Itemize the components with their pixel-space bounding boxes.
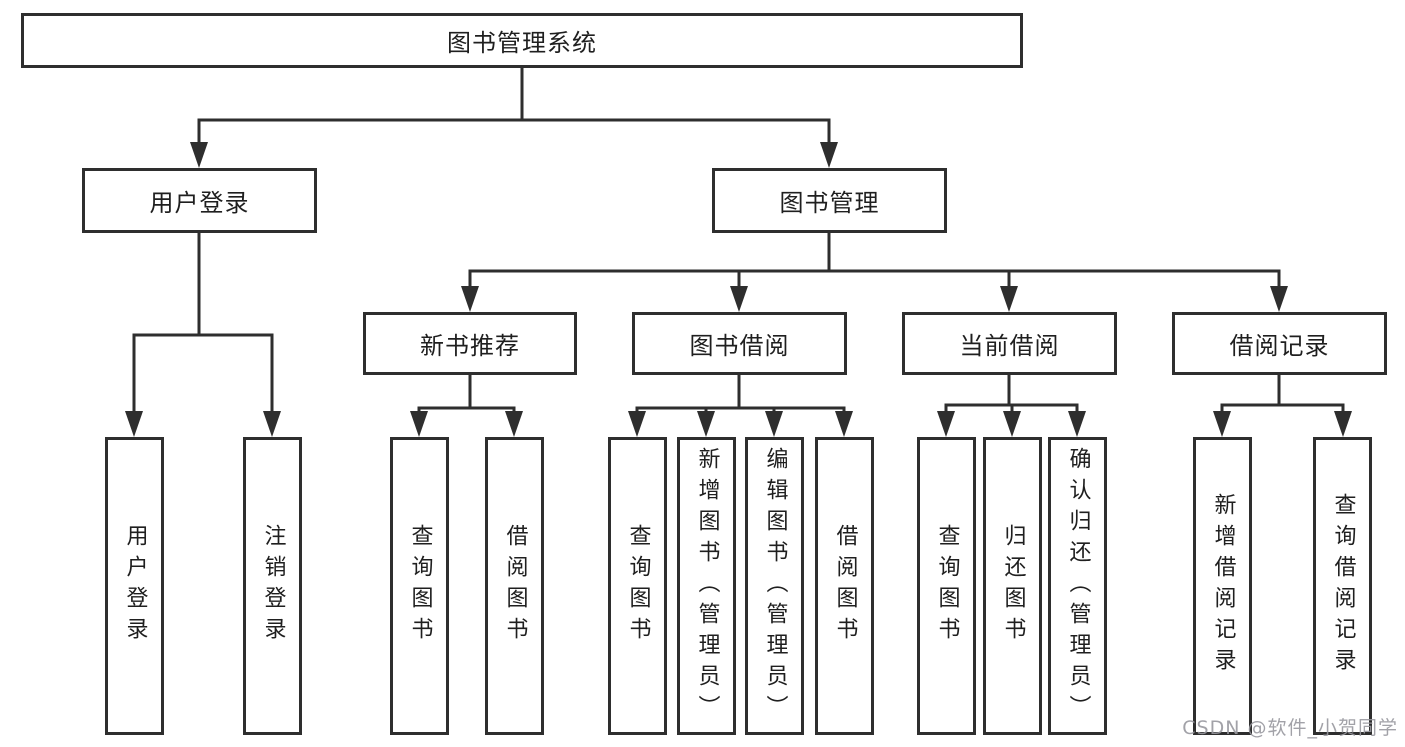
arrowhead-down-icon xyxy=(820,142,838,168)
arrowhead-down-icon xyxy=(461,286,479,312)
watermark: CSDN @软件_小贺同学 xyxy=(1182,717,1398,739)
arrowhead-down-icon xyxy=(628,411,646,437)
leaf-query-borrow-record: 查询借阅记录 xyxy=(1313,437,1372,735)
leaf-confirm-return-admin: 确认归还（管理员） xyxy=(1048,437,1107,735)
arrowhead-down-icon xyxy=(765,411,783,437)
arrowhead-down-icon xyxy=(1003,411,1021,437)
node-book-management: 图书管理 xyxy=(712,168,947,233)
leaf-edit-book-admin: 编辑图书（管理员） xyxy=(745,437,804,735)
arrowhead-down-icon xyxy=(1270,286,1288,312)
arrowhead-down-icon xyxy=(125,411,143,437)
leaf-return-book: 归还图书 xyxy=(983,437,1042,735)
node-book-borrow: 图书借阅 xyxy=(632,312,847,375)
leaf-borrow-book-1: 借阅图书 xyxy=(485,437,544,735)
leaf-user-login: 用户登录 xyxy=(105,437,164,735)
arrowhead-down-icon xyxy=(697,411,715,437)
arrowhead-down-icon xyxy=(1000,286,1018,312)
arrowhead-down-icon xyxy=(730,286,748,312)
node-borrow-record: 借阅记录 xyxy=(1172,312,1387,375)
arrowhead-down-icon xyxy=(937,411,955,437)
node-new-book-recommend: 新书推荐 xyxy=(363,312,577,375)
arrowhead-down-icon xyxy=(410,411,428,437)
leaf-logout: 注销登录 xyxy=(243,437,302,735)
arrowhead-down-icon xyxy=(263,411,281,437)
leaf-query-book-3: 查询图书 xyxy=(917,437,976,735)
leaf-add-borrow-record: 新增借阅记录 xyxy=(1193,437,1252,735)
leaf-borrow-book-2: 借阅图书 xyxy=(815,437,874,735)
arrowhead-down-icon xyxy=(505,411,523,437)
arrowhead-down-icon xyxy=(835,411,853,437)
arrowhead-down-icon xyxy=(190,142,208,168)
leaf-query-book-1: 查询图书 xyxy=(390,437,449,735)
node-root: 图书管理系统 xyxy=(21,13,1023,68)
arrowhead-down-icon xyxy=(1068,411,1086,437)
leaf-add-book-admin: 新增图书（管理员） xyxy=(677,437,736,735)
arrowhead-down-icon xyxy=(1213,411,1231,437)
node-user-login: 用户登录 xyxy=(82,168,317,233)
node-current-borrow: 当前借阅 xyxy=(902,312,1117,375)
leaf-query-book-2: 查询图书 xyxy=(608,437,667,735)
arrowhead-down-icon xyxy=(1334,411,1352,437)
